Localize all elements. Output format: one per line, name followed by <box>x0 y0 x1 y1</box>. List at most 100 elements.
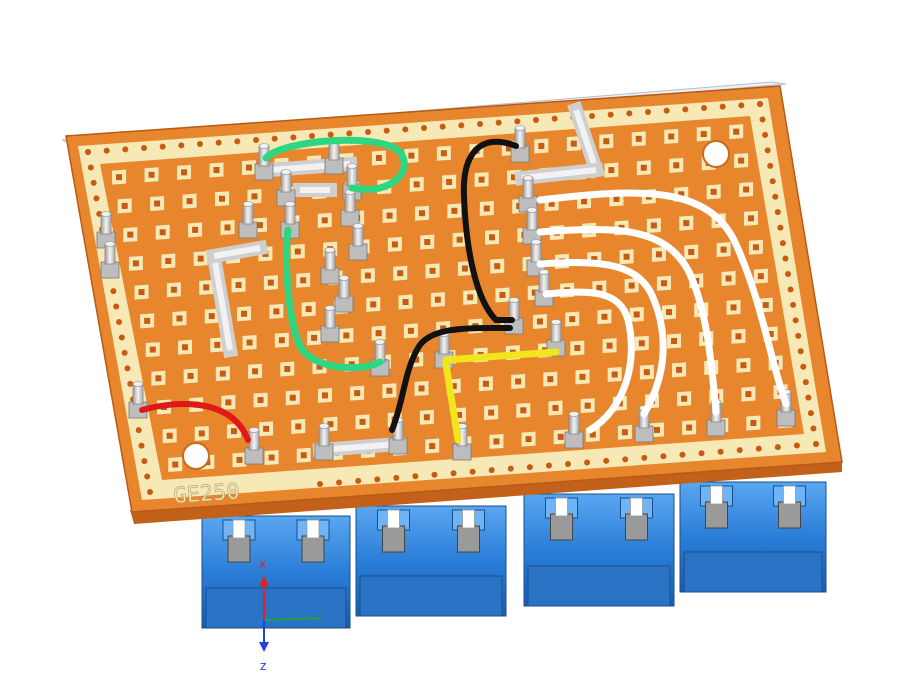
pad-hole <box>408 152 415 159</box>
terminal-pin <box>387 509 400 529</box>
edge-hole-right <box>810 425 817 432</box>
pad-hole <box>413 181 420 188</box>
edge-hole-right <box>772 193 779 200</box>
pad-hole <box>166 432 173 439</box>
edge-hole-bottom <box>412 473 419 480</box>
pin-top <box>284 201 296 207</box>
mount-hole-top-right <box>702 140 730 168</box>
pad-hole <box>589 431 596 438</box>
terminal-pin <box>710 485 723 505</box>
wire-green-left <box>283 226 384 372</box>
pad-hole <box>489 234 496 241</box>
edge-hole-right <box>807 410 814 417</box>
pad-hole <box>638 340 645 347</box>
pad-hole <box>440 150 447 157</box>
pad-hole <box>170 286 177 293</box>
edge-hole-left <box>87 164 94 171</box>
pin <box>346 165 358 187</box>
wire-white-1 <box>536 189 790 408</box>
pad-hole <box>596 284 603 291</box>
terminal-screw <box>301 535 325 563</box>
axis-x-arrow <box>259 576 269 586</box>
pad-hole <box>608 167 615 174</box>
pin <box>318 425 330 447</box>
pad-hole <box>252 368 259 375</box>
pad-hole <box>148 171 155 178</box>
pad-hole <box>478 176 485 183</box>
pad-hole <box>621 429 628 436</box>
pad-hole <box>747 215 754 222</box>
pad-hole <box>289 394 296 401</box>
axis-z-arrow <box>259 642 269 652</box>
pad-hole <box>359 418 366 425</box>
pad-hole <box>208 313 215 320</box>
edge-hole-top <box>327 131 334 138</box>
pad-hole <box>311 334 318 341</box>
pin <box>280 171 292 193</box>
edge-hole-top <box>663 107 670 114</box>
pad-hole <box>235 282 242 289</box>
pad-hole <box>316 363 323 370</box>
edge-hole-left <box>116 319 122 325</box>
mount-hole-bottom-left <box>182 442 210 470</box>
pad-hole <box>467 294 474 301</box>
edge-hole-top <box>365 129 371 135</box>
pad-hole <box>213 166 220 173</box>
pin-top <box>568 411 580 417</box>
pin <box>522 177 534 199</box>
wire-red <box>139 401 251 443</box>
pad-hole <box>482 380 489 387</box>
pad-hole <box>686 424 693 431</box>
pad-hole <box>186 198 193 205</box>
terminal-blocks <box>201 481 827 629</box>
pad-hole <box>591 256 598 263</box>
pad-hole <box>735 333 742 340</box>
pad-hole <box>321 217 328 224</box>
terminal-block-front <box>527 565 671 607</box>
pad-hole <box>257 397 264 404</box>
edge-hole-top <box>215 139 222 146</box>
edge-hole-top <box>439 123 446 130</box>
edge-hole-left <box>138 442 145 449</box>
pin <box>284 203 296 225</box>
wire-green-top <box>262 136 408 193</box>
pad-hole <box>198 430 205 437</box>
pin-top <box>522 175 534 181</box>
pad-hole <box>225 399 232 406</box>
pad-hole <box>633 311 640 318</box>
edge-hole-bottom <box>660 453 667 460</box>
edge-hole-right <box>774 209 781 216</box>
pad-hole <box>671 337 678 344</box>
pad-hole <box>511 174 518 181</box>
edge-hole-bottom <box>488 467 495 474</box>
pad-hole <box>370 301 377 308</box>
pad-hole <box>440 325 447 332</box>
pad-hole <box>623 253 630 260</box>
edge-hole-left <box>135 427 142 434</box>
edge-hole-top <box>719 103 726 110</box>
pin-top <box>242 201 254 207</box>
edge-hole-bottom <box>355 477 362 484</box>
edge-hole-top <box>458 122 465 129</box>
pad-hole <box>165 257 172 264</box>
pad-hole <box>197 255 204 262</box>
pad-hole <box>294 248 301 255</box>
pcb-board: GE250 <box>61 81 843 524</box>
pad-hole <box>574 344 581 351</box>
edge-hole-bottom <box>774 444 781 451</box>
edge-hole-right <box>792 317 799 324</box>
pad-hole <box>456 411 463 418</box>
pad-hole <box>263 425 270 432</box>
edge-hole-bottom <box>736 447 743 454</box>
pad-hole <box>750 420 757 427</box>
pad-hole <box>116 174 123 181</box>
pin <box>352 225 364 247</box>
pad-hole <box>673 162 680 169</box>
edge-hole-right <box>759 116 766 123</box>
edge-hole-bottom <box>393 474 400 481</box>
pad-hole <box>246 339 253 346</box>
pin <box>568 413 580 435</box>
edge-hole-right <box>795 332 802 339</box>
pad-hole <box>375 155 382 162</box>
